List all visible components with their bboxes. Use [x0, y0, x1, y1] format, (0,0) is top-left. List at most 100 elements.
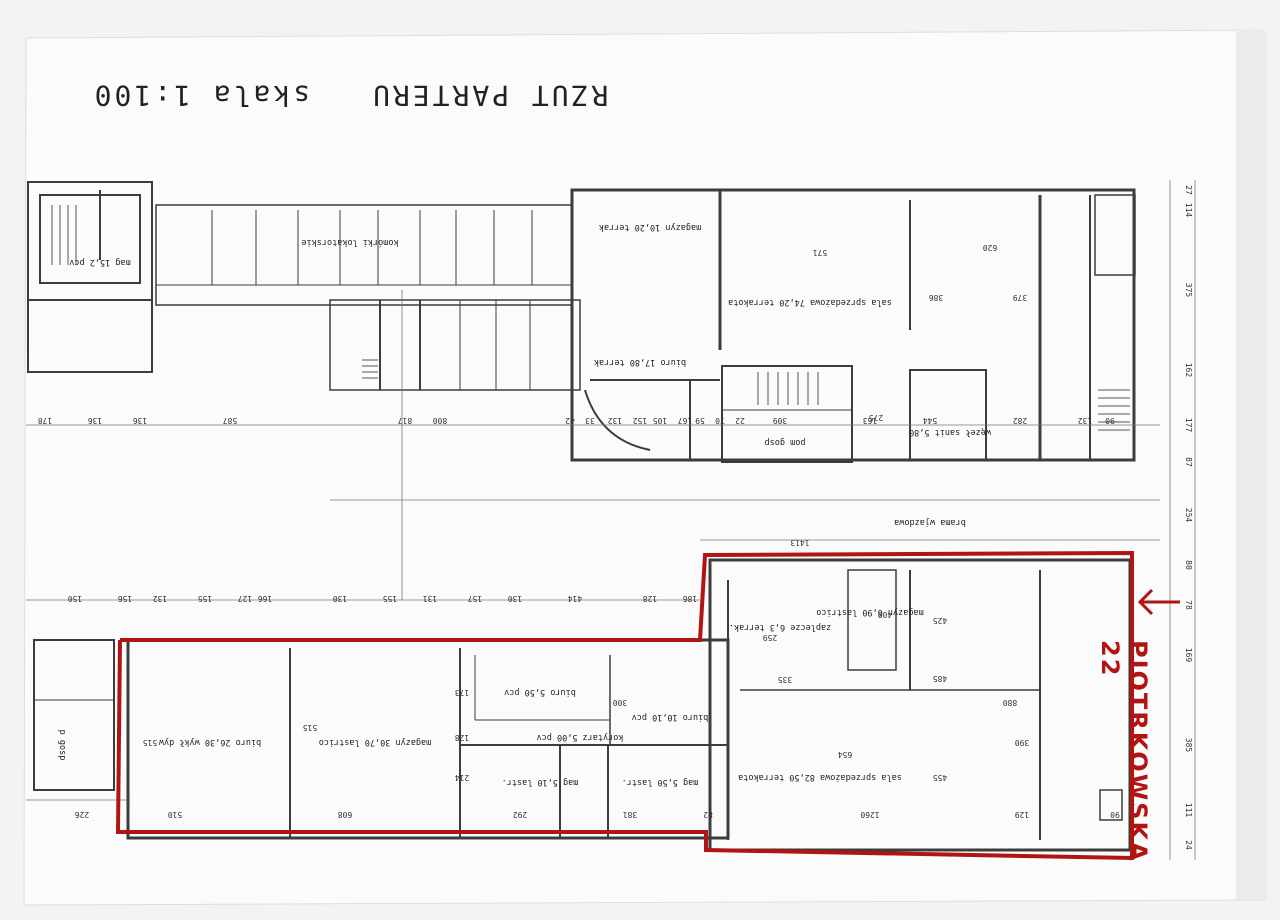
north-walls	[27, 181, 1136, 463]
room-sala: sala sprzedażowa 82,50 terrakota	[738, 772, 902, 782]
dimension-mid: 150	[68, 594, 83, 603]
street-annotation: PIOTRKOWSKA 22	[1096, 640, 1152, 863]
room-biuro-small: biuro 5,50 pcv	[504, 687, 576, 697]
dimension-lines	[26, 180, 1196, 860]
dimension-interior: 455	[933, 773, 948, 782]
dimension-bottom: 90	[1110, 810, 1120, 819]
room-wezel: węzeł sanit 5,80	[909, 427, 991, 437]
room-biuro-mid: biuro 10,10 pcv	[632, 712, 709, 722]
dimension-interior: 880	[1003, 698, 1018, 707]
dimension-mid: 130	[333, 594, 348, 603]
dimension-interior: 379	[1013, 293, 1028, 302]
dimension-right: 162	[1184, 363, 1193, 378]
dimension-interior: 390	[1015, 738, 1030, 747]
room-brama: brama wjazdowa	[894, 517, 966, 527]
dimension-interior: 128	[455, 733, 470, 742]
dimension-right: 177	[1184, 418, 1193, 433]
dimension-right: 87	[1184, 457, 1193, 467]
dimension-mid: 157	[468, 594, 483, 603]
dimension-mid: 186	[683, 594, 698, 603]
dimension-right: 111	[1184, 803, 1193, 818]
room-magazyn: magazyn 30,70 lastrico	[319, 737, 432, 747]
dimension-mid: 166	[258, 594, 273, 603]
dimension-right: 27	[1184, 185, 1193, 195]
dimension-mid: 414	[568, 594, 583, 603]
dimension-interior: 259	[763, 633, 778, 642]
premises-outline	[115, 550, 1134, 861]
dimension-bottom: 381	[623, 810, 638, 819]
dimension-bottom: 510	[168, 810, 183, 819]
room-mag-pcv: mag 15,2 pcv	[69, 257, 130, 267]
dimension-mid: 156	[118, 594, 133, 603]
dimension-interior: 571	[813, 248, 828, 257]
dimension-interior: 214	[455, 773, 470, 782]
dimension-top: 105	[653, 416, 668, 425]
dimension-top: 33	[585, 416, 595, 425]
sheet-scale: skala 1:100	[92, 79, 310, 112]
room-mag-1: mag 5,10 lastr.	[502, 777, 579, 787]
dimension-top: 167	[678, 416, 693, 425]
dimension-interior: 335	[778, 675, 793, 684]
dimension-top: 800	[433, 416, 448, 425]
dimension-interior: 620	[983, 243, 998, 252]
dimension-top: 163	[863, 416, 878, 425]
dimension-bottom: 82	[703, 810, 713, 819]
dimension-top: 309	[773, 416, 788, 425]
sheet-title: RZUT PARTERU	[370, 79, 608, 112]
dimension-bottom: 1260	[860, 810, 879, 819]
dimension-top: 136	[133, 416, 148, 425]
dimension-top: 132	[608, 416, 623, 425]
room-komorki: komórki lokatorskie	[301, 237, 398, 248]
room-sala-north: sala sprzedażowa 74,20 terrakota	[728, 297, 892, 307]
dimension-mid: 128	[643, 594, 658, 603]
dimension-right: 24	[1184, 840, 1193, 850]
dimension-bottom: 292	[513, 810, 528, 819]
dimension-top: 42	[565, 416, 575, 425]
room-p-gosp: p gosp	[57, 730, 67, 761]
room-zaplecze: zaplecze 6,3 terrak.	[729, 622, 831, 632]
room-magazyn-north: magazyn 10,20 terrak	[599, 222, 701, 232]
dimension-interior: 129	[1015, 810, 1030, 819]
dimension-interior: 515	[143, 738, 158, 747]
dimension-right: 80	[1184, 560, 1193, 570]
room-mag-2: mag 5,50 lastr.	[622, 777, 699, 787]
stairs	[51, 205, 1130, 431]
dimension-top: 132	[1078, 416, 1093, 425]
dimension-top: 22	[735, 416, 745, 425]
dimension-mid: 155	[383, 594, 398, 603]
dimension-right: 78	[1184, 600, 1193, 610]
dimension-interior: 654	[838, 750, 853, 759]
room-korytarz: korytarz 5,00 pcv	[537, 732, 624, 742]
dimension-interior: 515	[303, 723, 318, 732]
room-magazyn-east: magazyn 6,90 lastrico	[816, 607, 923, 617]
dimension-bottom: 226	[75, 810, 90, 819]
room-biuro: biuro 26,30 wykł dyw	[158, 737, 261, 747]
dimension-mid: 132	[153, 594, 168, 603]
room-pom-gosp: pom gosp	[765, 437, 806, 447]
room-labels: biuro 26,30 wykł dyw magazyn 30,70 lastr…	[57, 222, 991, 787]
dimension-top: 136	[88, 416, 103, 425]
dimension-mid: 127	[238, 594, 253, 603]
dimension-interior: 400	[878, 610, 893, 619]
dimension-interior: 1413	[790, 538, 809, 547]
dimension-mid: 131	[423, 594, 438, 603]
dimension-top: 817	[398, 416, 413, 425]
dimension-top: 544	[923, 416, 938, 425]
dimension-bottom: 608	[338, 810, 353, 819]
svg-text:RZUT PARTERUskala 1:100: RZUT PARTERU skala 1:100	[92, 79, 609, 112]
dimension-right: 375	[1184, 283, 1193, 298]
dimension-interior: 300	[613, 698, 628, 707]
dimension-right: 169	[1184, 648, 1193, 663]
dimension-right: 254	[1184, 508, 1193, 523]
dimension-mid: 130	[508, 594, 523, 603]
dimension-interior: 485	[933, 674, 948, 683]
dimension-top: 59	[695, 416, 705, 425]
sheet-title-group: RZUT PARTERU skala 1:100	[92, 79, 609, 112]
dimension-right: 385	[1184, 738, 1193, 753]
dimension-top: 587	[223, 416, 238, 425]
dimension-interior: 173	[455, 688, 470, 697]
dimension-right: 114	[1184, 203, 1193, 218]
dimension-interior: 275	[869, 413, 884, 422]
